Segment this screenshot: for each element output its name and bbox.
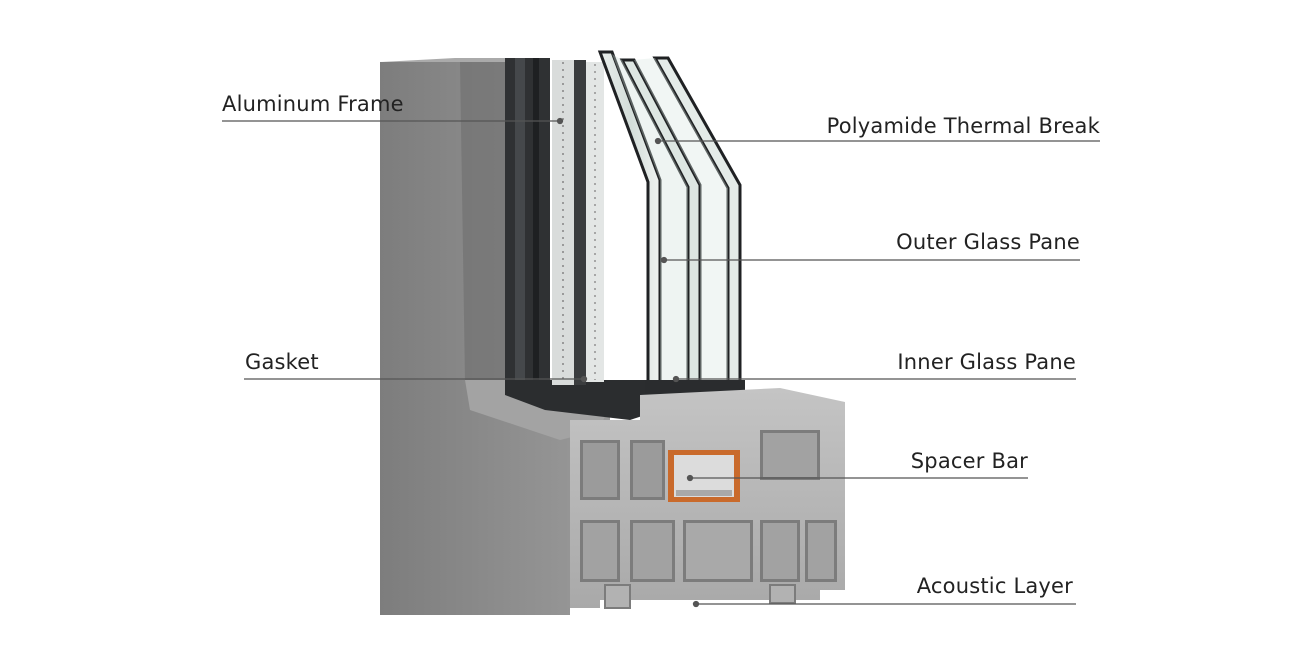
spacer-bar-shape xyxy=(668,450,740,502)
sash xyxy=(505,58,660,420)
gasket-strip xyxy=(552,60,604,385)
label-acoustic-layer: Acoustic Layer xyxy=(916,574,1073,598)
label-inner-glass-pane: Inner Glass Pane xyxy=(897,350,1076,374)
label-spacer-bar: Spacer Bar xyxy=(910,449,1028,473)
label-polyamide-thermal-break: Polyamide Thermal Break xyxy=(826,114,1100,138)
frame-inner-side xyxy=(460,62,505,380)
label-outer-glass-pane: Outer Glass Pane xyxy=(896,230,1080,254)
label-gasket: Gasket xyxy=(245,350,319,374)
glass-panes xyxy=(597,50,742,400)
label-aluminum-frame: Aluminum Frame xyxy=(222,92,404,116)
frame-top-bevel xyxy=(380,58,530,62)
leader-lines xyxy=(222,117,1100,608)
